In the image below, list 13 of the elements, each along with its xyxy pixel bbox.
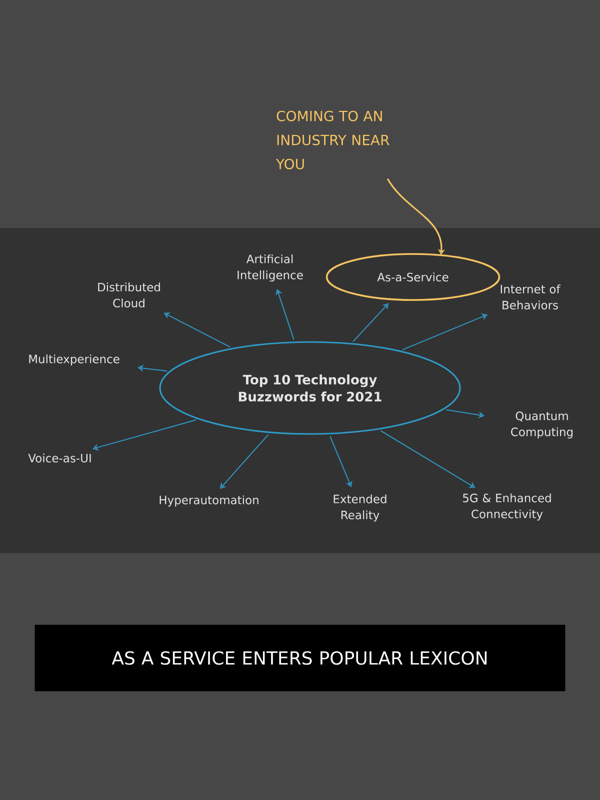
topic-label: Distributed Cloud — [98, 282, 160, 308]
topic-label: Multiexperience — [29, 354, 120, 366]
topic-label: Extended Reality — [334, 494, 386, 522]
topic-label: Internet of Behaviors — [500, 284, 560, 310]
handwritten-note: COMING TO AN INDUSTRY NEAR YOU — [276, 110, 390, 170]
arrow — [220, 434, 269, 489]
topic-label: Voice-as-UI — [28, 454, 91, 462]
arrow — [352, 303, 389, 342]
topic-label: Artificial Intelligence — [238, 254, 303, 282]
topic-label: Hyperautomation — [160, 495, 258, 507]
topic-label: Quantum Computing — [511, 412, 573, 438]
topic-label: 5G & Enhanced Connectivity — [463, 493, 551, 521]
caption-banner: AS A SERVICE ENTERS POPULAR LEXICON — [34, 624, 566, 692]
